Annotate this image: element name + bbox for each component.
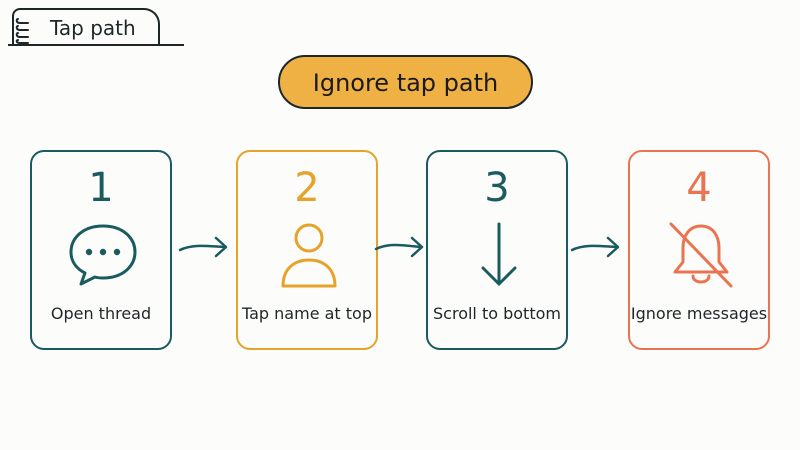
header-tab [12,8,160,46]
step-card-2: 2 Tap name at top [236,150,378,350]
title-pill: Ignore tap path [278,55,533,109]
arrow-right-icon [374,236,424,258]
step-number: 2 [294,165,320,211]
step-number: 3 [484,165,510,211]
step-card-3: 3 Scroll to bottom [426,150,568,350]
step-number: 1 [88,165,114,211]
step-label: Scroll to bottom [433,304,561,323]
arrow-right-icon [570,236,620,258]
step-card-4: 4 Ignore messages [628,150,770,350]
header-underline [8,44,184,46]
step-card-1: 1 Open thread [30,150,172,350]
step-label: Open thread [50,304,152,323]
tab-title: Tap path [50,16,136,40]
step-number: 4 [686,165,712,211]
person-icon [281,223,337,288]
step-label: Tap name at top [241,304,372,323]
step-label: Ignore messages [630,304,768,323]
bell-off-icon [669,222,733,288]
chat-bubble-icon [69,224,137,286]
arrow-down-icon [481,222,517,286]
arrow-right-icon [178,236,228,258]
spiral-notebook-icon [15,18,29,44]
diagram-title: Ignore tap path [312,69,499,97]
